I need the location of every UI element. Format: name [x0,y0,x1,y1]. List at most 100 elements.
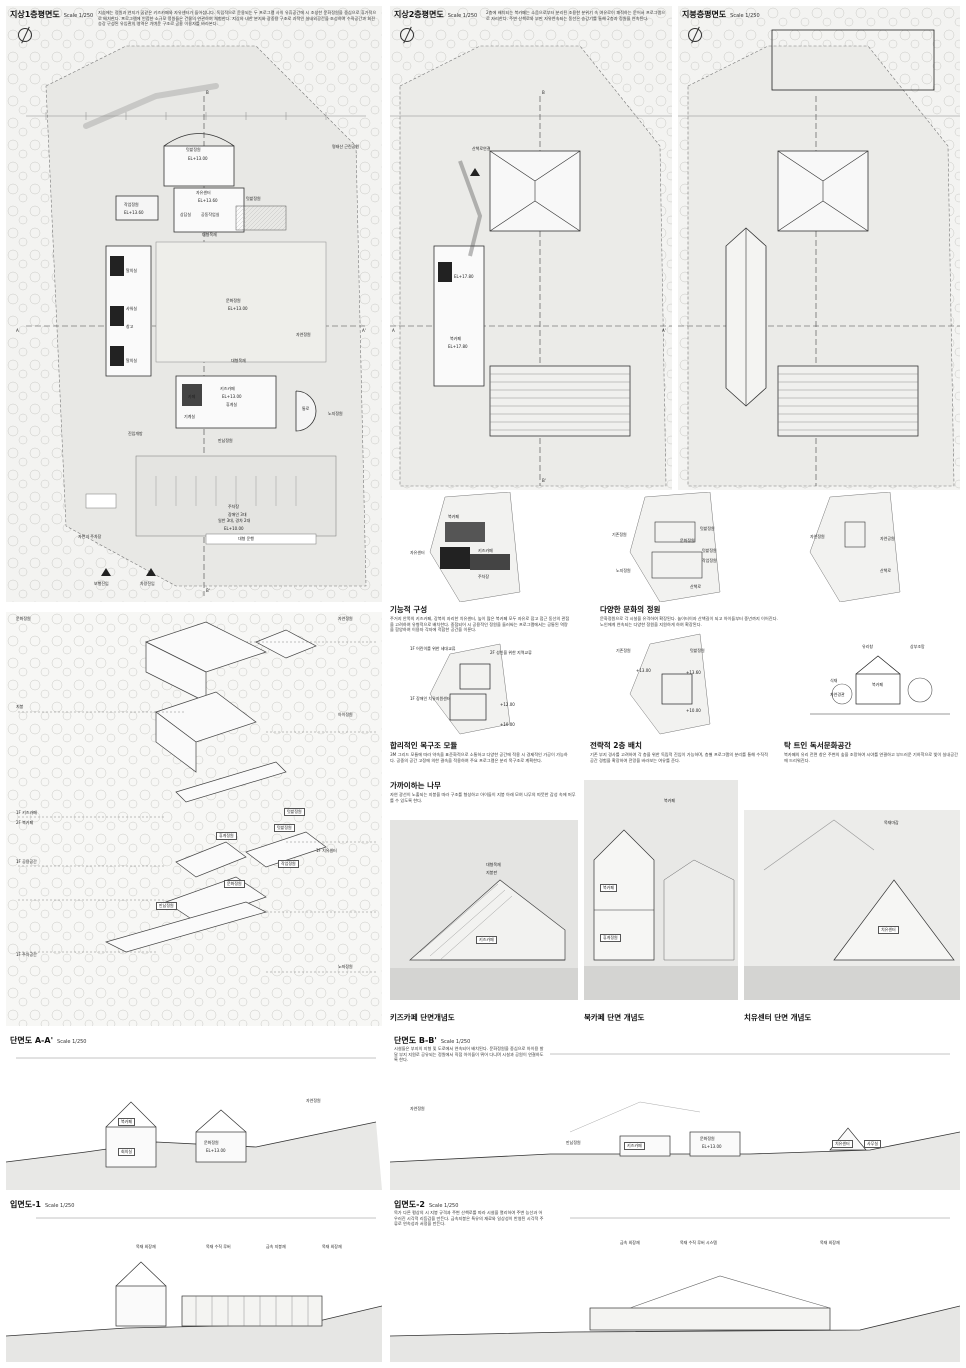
roof-plan-scale: Scale 1/250 [730,13,760,19]
section-label: 북카페 [118,1118,136,1126]
section-label: 치유센터 [878,926,899,934]
elevation-label: 금속 외장재 [620,1240,640,1245]
concept-label: +13.60 [686,670,701,675]
concept-label: 1F 어린이를 위한 세대교류 [410,646,456,651]
concept-label: +10.00 [500,722,515,727]
section-bb-scale: Scale 1/250 [440,1039,471,1045]
section-label: 회의실 [118,1148,136,1156]
plan-label: EL+13.60 [124,210,144,215]
section-label: EL+13.00 [702,1144,722,1149]
diagram-label: 키즈카페 [478,548,493,553]
plan-label: B' [206,588,210,593]
plan-label: 상담실 [180,212,192,217]
section-label: 문화정원 [700,1136,715,1141]
diagram-label: 자연공원 [880,536,895,541]
plan-label: EL+13.00 [188,156,208,161]
axonometric-panel: 문화정원 1F 키즈카페 2F 북카페 1F 공용공간 1F 주차공간 텃밭정원… [6,612,382,1026]
elevation-2-description: 목가 다른 평상의 시 지붕 규격과 주변 산책로를 따라 시설을 열리하여 주… [394,1210,544,1227]
plan-label: EL+13.00 [222,394,242,399]
diagram-label: 노지정원 [616,568,631,573]
concept-label: 자연경관 [830,692,845,697]
concept-label: 북카페 [872,682,884,687]
plan-label: A [16,328,19,333]
axo-label: 문화정원 [16,616,31,621]
plan-label: 작업정원 [124,202,139,207]
library-desc: 북카페의 유리 전면 창은 주변의 숲을 조망하여 시야를 연결하고 부드러운 … [784,752,958,763]
section-label: 자연정원 [306,1098,321,1103]
plan-label: 명태산 근린공원 [332,144,360,149]
elevation-label: 목재 외장재 [820,1240,840,1245]
ground-plan-scale: Scale 1/250 [63,13,94,19]
section-bb-description: 시설들은 부지의 지형 및 도로에서 연속되어 배치된다. 문화정원을 중심으로… [394,1046,544,1063]
axo-label: 만남정원 [156,902,177,910]
plan-label: EL+17.80 [454,274,474,279]
concept-panel: 기능적 구성 주거지 안쪽의 키즈카페, 강북의 자리한 치유센터, 높이 많은… [390,604,960,776]
elevation-1-drawing [6,1217,382,1362]
section-label: 만남정원 [566,1140,581,1145]
gardens-title: 다양한 문화의 정원 [600,605,661,614]
section-bb-title-text: 단면도 B-B' [394,1036,437,1045]
kids-cafe-section-drawing [390,820,578,1000]
section-label: 북카페 [664,798,676,803]
second-floor-plan-drawing [390,6,672,490]
plan-label: A' [662,328,666,333]
plan-label: 산책로연결 [472,146,491,151]
section-label: 북카페 [600,884,618,892]
plan-label: 기계실 [184,414,196,419]
section-label: 키즈카페 [476,936,497,944]
plan-label: 휴게실 [226,402,238,407]
section-label: 지붕판 [486,870,498,875]
plan-label: 공동작업실 [201,212,220,217]
two-storey-desc: 기존 부지 경사를 고려하여 각 층을 위한 독립적 진입이 가능하며, 층별 … [590,752,768,763]
plan-label: 노지정원 [328,411,343,416]
plan-label: A [392,328,395,333]
plan-label: 주차장 [228,504,240,509]
axo-label: 텃밭정원 [274,824,295,832]
section-label: 대형목재 [486,862,501,867]
diagram-label: 기존정원 [612,532,627,537]
second-plan-description: 2층에 배치되는 북카페는 소음으로부터 분리된 조용한 분위기 속 여유로이 … [486,10,666,21]
section-label: 키즈카페 [624,1142,645,1150]
plan-label: B [206,90,209,95]
axonometric-drawing [6,612,382,1026]
section-label: 문화정원 [204,1140,219,1145]
plan-label: 자유센터 [196,190,211,195]
plan-label: 일반 3대, 경차 2대 [218,518,251,523]
diagram-label: 산책로 [690,584,702,589]
wood-close-title: 가까이하는 나무 [390,781,441,790]
plan-label: EL+17.80 [448,344,468,349]
elevation-label: 목재 수직 루버 [206,1244,231,1249]
concept-label: 상부조망 [910,644,925,649]
diagram-label: 자연정원 [810,534,825,539]
diagram-label: 북카페 [448,514,460,519]
diagram-label: 문화정원 [680,538,695,543]
book-cafe-section-panel: 북카페 휴게정원 북카페 북카페 단면 개념도 [584,780,738,1026]
concept-label: 텃밭정원 [690,648,705,653]
plan-label: 진입개방 [128,431,143,436]
section-aa-title-text: 단면도 A-A' [10,1036,54,1045]
axo-label: 자연정원 [338,616,353,621]
timber-module-title: 합리적인 목구조 모듈 [390,741,458,750]
plan-label: 대형 운행 [238,536,254,541]
section-bb-title: 단면도 B-B'Scale 1/250 [394,1035,470,1046]
elevation-label: 목재 외장재 [322,1244,342,1249]
section-aa-title: 단면도 A-A'Scale 1/250 [10,1035,86,1046]
north-arrow-icon [688,28,702,42]
concept-label: 유리창 [862,644,874,649]
plan-label: 자전거 주차장 [78,534,102,539]
section-aa-panel: 단면도 A-A'Scale 1/250 북카페 회의실 문화정원 EL+13.0… [6,1032,382,1190]
plan-label: 텃밭정원 [246,196,261,201]
north-arrow-icon [18,28,32,42]
elevation-label: 목재 수직 루버 시스템 [680,1240,717,1245]
plan-label: 북카페 [450,336,462,341]
concept-label: 2F 성인을 위한 지역교류 [490,650,532,655]
healing-center-section-drawing [744,810,960,1000]
plan-label: EL+13.60 [198,198,218,203]
functional-layout-title: 기능적 구성 [390,605,428,614]
roof-plan-title-text: 지붕층평면도 [682,10,727,19]
axo-label: 1F 주차공간 [16,952,37,957]
concept-drawings [429,633,950,735]
